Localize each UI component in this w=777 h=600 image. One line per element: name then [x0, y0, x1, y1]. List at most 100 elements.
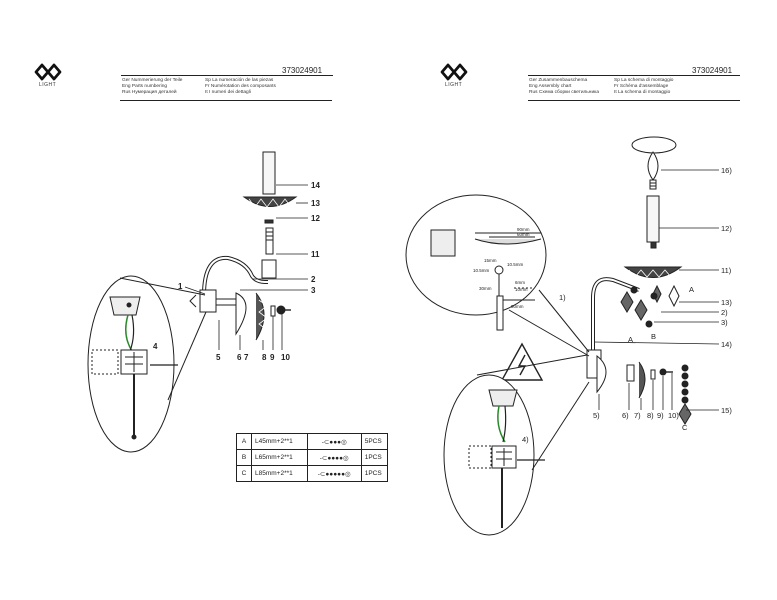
callout: A [628, 335, 633, 344]
lang-column-2: Sp La numeración de las piezas Fr Numéro… [205, 78, 276, 96]
lang-label: Fr Schéma d'assemblage [614, 84, 669, 89]
callout: 1 [178, 282, 183, 291]
callout: 14 [311, 181, 320, 190]
arm-cup [261, 259, 277, 279]
dimension-detail-circle [405, 194, 547, 316]
lang-label: Ger Zusammenbauschema [529, 78, 588, 83]
lang-label: Rus Схема сборки светильника [529, 90, 600, 95]
lang-label: Sp La numeración de las piezas [205, 78, 274, 83]
wall-plate [596, 354, 607, 394]
callout: 4 [153, 342, 158, 351]
table-cell: L45mm+2**1 [251, 433, 308, 450]
table-cell: 1PCS [360, 465, 389, 482]
brand-subtitle: LIGHT [445, 82, 463, 88]
header-rule [121, 75, 333, 76]
table-cell: A [236, 433, 252, 450]
lang-label: It La schema di montaggio [614, 90, 671, 95]
socket-body [265, 227, 274, 255]
arm [202, 255, 268, 296]
dimension-label: 10.5mm [473, 268, 490, 273]
callout: 6) [622, 411, 629, 420]
callout: 11 [311, 250, 320, 259]
assembly-diagram: 16) 12) 11) 13) 2) 3) 14) A B A 1) 4) 5)… [405, 136, 732, 536]
lang-label: Eng Parts numbering [122, 84, 168, 89]
callout: 3) [721, 318, 728, 327]
table-row: A L45mm+2**1 -⊂●●●◎ 5PCS [236, 433, 389, 450]
table-cell: C [236, 465, 252, 482]
callout: 9) [657, 411, 664, 420]
bulb-icon [647, 151, 659, 181]
brand-logo [440, 63, 468, 81]
table-cell: L85mm+2**1 [251, 465, 308, 482]
crystal-string-icon: -⊂●●●◎ [306, 433, 362, 450]
page-assembly-chart: LIGHT 373024901 Ger Zusammenbauschema En… [389, 0, 777, 600]
callout: 12 [311, 214, 320, 223]
dimension-label: 10.5mm [507, 262, 524, 267]
lang-label: Rus Нумерация деталей [122, 90, 177, 95]
candle-tube [646, 195, 660, 243]
bobeche [623, 266, 683, 278]
header-rule [528, 75, 740, 76]
brand-subtitle: LIGHT [39, 82, 57, 88]
ceiling-ring [631, 136, 677, 154]
callout: 2) [721, 308, 728, 317]
callout: C [682, 423, 688, 432]
callout: 12) [721, 224, 732, 233]
crystal-parts-table: A L45mm+2**1 -⊂●●●◎ 5PCS B L65mm+2**1 -⊂… [236, 433, 389, 482]
product-code: 373024901 [692, 66, 733, 75]
table-cell: B [236, 449, 252, 466]
brand-logo [34, 63, 62, 81]
page-parts-numbering: LIGHT 373024901 Ger Nummerierung der Tei… [0, 0, 389, 600]
table-row: C L85mm+2**1 -⊂●●●●●◎ 1PCS [236, 465, 389, 482]
table-cell: L65mm+2**1 [251, 449, 308, 466]
callout: 2 [311, 275, 316, 284]
lang-label: Eng Assembly chart [529, 84, 572, 89]
parts-diagram: 14 13 12 11 2 3 1 4 5 6 7 8 9 10 [87, 151, 320, 453]
callout: 6 [237, 353, 242, 362]
callout: 7) [634, 411, 641, 420]
wall-plate [235, 292, 247, 336]
dimension-label: 10mm [515, 287, 528, 292]
callout: 3 [311, 286, 316, 295]
callout: 16) [721, 166, 732, 175]
warning-icon [500, 342, 544, 381]
lang-label: It I numeri dei dettagli [205, 90, 251, 95]
table-cell: 5PCS [360, 433, 389, 450]
callout: 10 [281, 353, 290, 362]
callout: 13) [721, 298, 732, 307]
bobeche [242, 196, 298, 207]
dimension-label: 30mm [479, 286, 492, 291]
callout: 5 [216, 353, 221, 362]
dimension-label: 60mm [517, 232, 530, 237]
lang-label: Fr Numérotation des composants [205, 84, 276, 89]
dimension-label: 90mm [517, 227, 530, 232]
callout: 1) [559, 293, 566, 302]
callout: 5) [593, 411, 600, 420]
lang-label: Sp La schema di montaggio [614, 78, 674, 83]
callout: B [651, 332, 656, 341]
crystal-string-icon: -⊂●●●●◎ [306, 449, 362, 466]
callout: A [689, 285, 694, 294]
candle-tube [262, 151, 276, 195]
lang-label: Ger Nummerierung der Teile [122, 78, 183, 83]
callout: 7 [244, 353, 249, 362]
callout: 8) [647, 411, 654, 420]
callout: 15) [721, 406, 732, 415]
lang-column-1: Ger Nummerierung der Teile Eng Parts num… [122, 78, 182, 96]
lang-column-1: Ger Zusammenbauschema Eng Assembly chart… [529, 78, 599, 96]
callout: 9 [270, 353, 275, 362]
crystal-string-icon: -⊂●●●●●◎ [306, 465, 362, 482]
dimension-label: 50mm [511, 304, 524, 309]
dimension-label: 15mm [484, 258, 497, 263]
dimension-label: 6mm [515, 280, 525, 285]
callout: 8 [262, 353, 267, 362]
callout: 4) [522, 435, 529, 444]
socket-top [264, 219, 274, 224]
header-line [528, 100, 740, 101]
product-code: 373024901 [282, 66, 323, 75]
callout: 10) [668, 411, 679, 420]
table-cell: 1PCS [360, 449, 389, 466]
lang-column-2: Sp La schema di montaggio Fr Schéma d'as… [614, 78, 673, 96]
callout: 14) [721, 340, 732, 349]
table-row: B L65mm+2**1 -⊂●●●●◎ 1PCS [236, 449, 389, 466]
